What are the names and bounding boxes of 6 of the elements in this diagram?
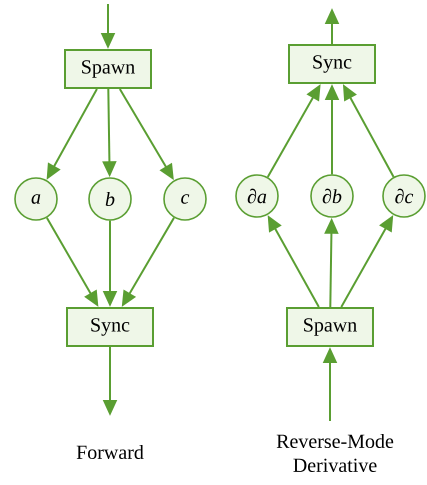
caption: Reverse-Mode Derivative <box>276 434 394 472</box>
sync-box: Sync <box>66 307 154 347</box>
spawn-box: Spawn <box>286 307 374 347</box>
spawn-box: Spawn <box>64 49 152 89</box>
caption: Forward <box>76 444 144 460</box>
sync-box: Sync <box>288 44 376 84</box>
